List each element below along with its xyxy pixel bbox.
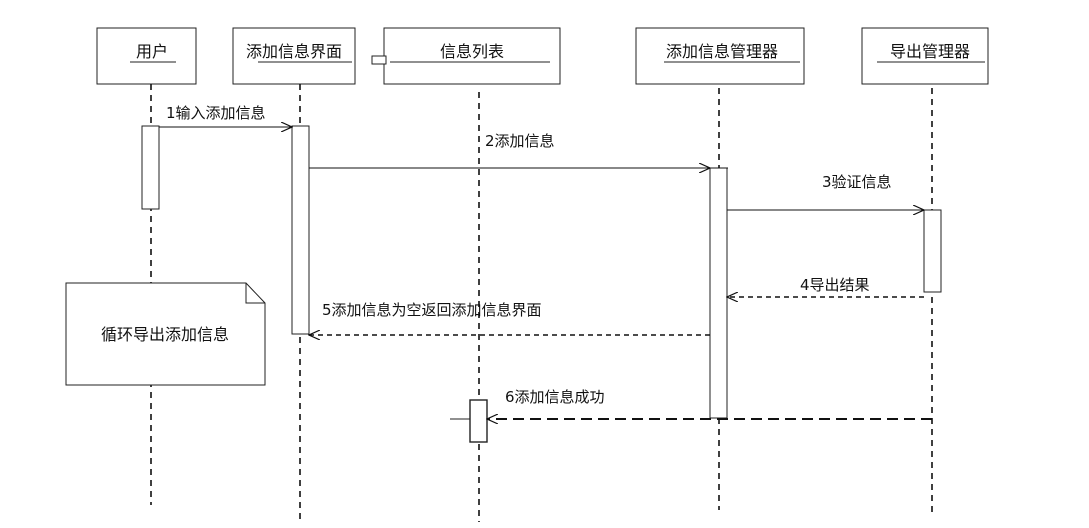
message-2-label: 2添加信息 <box>485 132 555 150</box>
participant-add-ui: 添加信息界面 <box>232 27 356 85</box>
activation-export-manager <box>923 209 942 293</box>
message-5-label: 5添加信息为空返回添加信息界面 <box>322 301 542 319</box>
activation-user <box>141 125 160 210</box>
activation-add-manager <box>709 167 728 419</box>
participant-add-manager-label: 添加信息管理器 <box>666 42 778 61</box>
participant-export-manager-label: 导出管理器 <box>890 42 970 61</box>
message-4-label: 4导出结果 <box>800 276 870 294</box>
activation-add-ui <box>291 125 310 335</box>
participant-add-ui-label: 添加信息界面 <box>246 42 342 61</box>
participant-export-manager: 导出管理器 <box>861 27 989 85</box>
participant-add-manager: 添加信息管理器 <box>635 27 805 85</box>
message-5: 5添加信息为空返回添加信息界面 <box>309 301 710 335</box>
note-label: 循环导出添加信息 <box>101 325 229 344</box>
note-loop-export: 循环导出添加信息 <box>65 282 266 386</box>
message-2: 2添加信息 <box>309 132 728 168</box>
message-3-label: 3验证信息 <box>822 173 892 191</box>
component-icon <box>371 55 387 65</box>
message-6-label: 6添加信息成功 <box>505 388 605 406</box>
participant-user: 用户 <box>96 27 197 85</box>
participant-info-list: 信息列表 <box>371 27 561 85</box>
activation-info-list <box>469 399 488 443</box>
message-3: 3验证信息 <box>727 173 924 210</box>
message-6: 6添加信息成功 <box>487 388 932 419</box>
message-4: 4导出结果 <box>727 276 924 297</box>
participant-info-list-label: 信息列表 <box>440 42 504 61</box>
message-1-label: 1输入添加信息 <box>166 104 266 122</box>
message-1: 1输入添加信息 <box>159 104 292 127</box>
participant-user-label: 用户 <box>136 42 168 61</box>
